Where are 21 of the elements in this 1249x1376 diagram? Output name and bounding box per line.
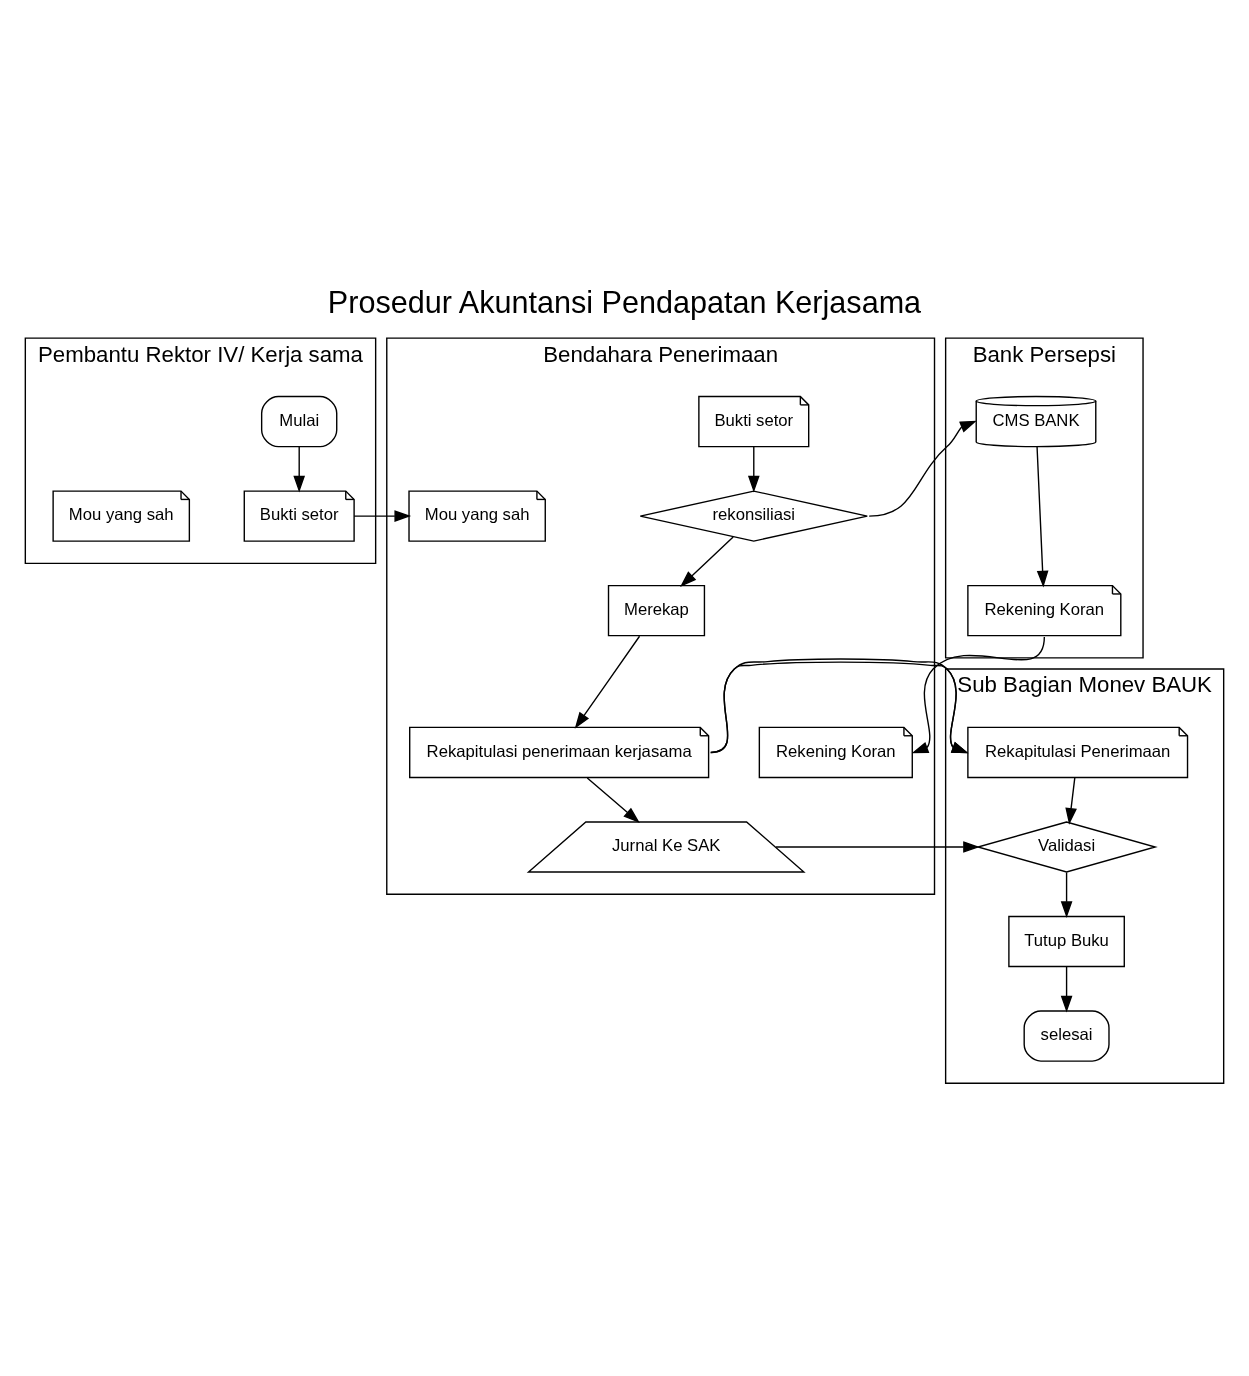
- arrow: [586, 776, 640, 823]
- arrow: [293, 445, 306, 493]
- arrow: [353, 509, 412, 522]
- diagram-title: Prosedur Akuntansi Pendapatan Kerjasama: [327, 284, 922, 319]
- arrow: [1036, 445, 1049, 587]
- arrow: [574, 635, 641, 729]
- arrow: [747, 445, 760, 493]
- arrow: [710, 657, 969, 753]
- node-box: Mulai: [260, 395, 338, 447]
- node-box: selesai: [1023, 1009, 1110, 1062]
- node-diamond: rekonsiliasi: [639, 489, 868, 542]
- arrow: [680, 535, 734, 587]
- node-box: Tutup Buku: [1008, 915, 1125, 967]
- arrow: [1065, 776, 1077, 825]
- node-box: Merekap: [607, 584, 706, 636]
- node-diamond: Validasi: [975, 820, 1158, 873]
- arrow: [911, 635, 1046, 753]
- arrow: [1060, 965, 1073, 1012]
- arrow: [775, 840, 980, 853]
- arrow: [1060, 871, 1073, 918]
- arrow: [868, 420, 977, 517]
